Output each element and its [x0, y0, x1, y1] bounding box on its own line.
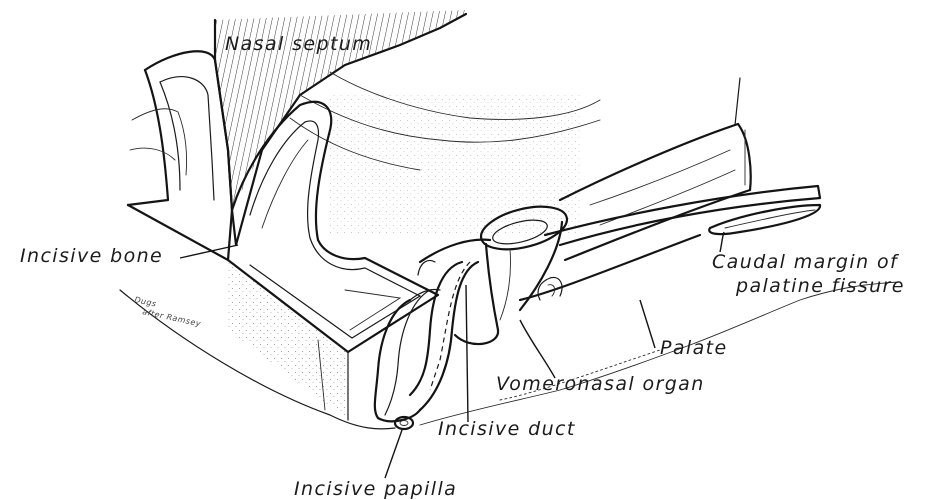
- leader-incisive-duct: [465, 284, 469, 423]
- leader-incisive-papilla: [384, 429, 403, 479]
- label-incisive-duct: Incisive duct: [438, 418, 576, 440]
- leader-caudal-margin: [719, 231, 725, 253]
- label-vomeronasal-organ: Vomeronasal organ: [496, 373, 705, 395]
- leader-palate: [639, 299, 656, 349]
- incisive-bone-shape: [226, 100, 440, 420]
- incisive-duct-shape: [373, 260, 480, 423]
- label-caudal-margin-line2: palatine fissure: [735, 275, 905, 297]
- incisive-papilla-shape: [393, 415, 415, 431]
- label-nasal-septum: Nasal septum: [225, 33, 372, 55]
- leader-incisive-bone: [179, 244, 239, 259]
- leader-vomeronasal: [519, 319, 556, 379]
- label-incisive-bone: Incisive bone: [20, 245, 163, 267]
- caudal-margin-plate: [543, 184, 822, 247]
- artist-signature-line2: after Ramsey: [142, 307, 202, 328]
- duct-tube: [417, 233, 702, 302]
- label-palate: Palate: [660, 337, 728, 359]
- label-incisive-papilla: Incisive papilla: [294, 478, 457, 500]
- nasal-septum-shape: [213, 10, 601, 247]
- palate-surface: [419, 281, 901, 426]
- left-incisive-bone: [126, 50, 234, 212]
- leader-lines: [179, 231, 725, 479]
- vomeronasal-tube: [558, 77, 752, 262]
- vomeronasal-funnel: [453, 205, 569, 346]
- label-caudal-margin-line1: Caudal margin of: [712, 251, 900, 273]
